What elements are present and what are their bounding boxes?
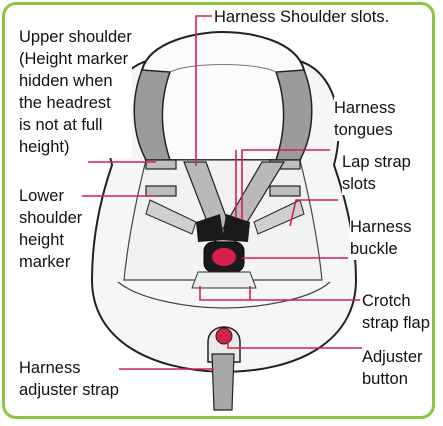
lower-shoulder-marker [146,186,176,196]
label-lap-strap-slots: Lap strap slots [342,151,411,195]
label-lower-shoulder-height-marker: Lower shoulder height marker [19,185,82,273]
label-harness-buckle: Harness buckle [350,216,411,260]
label-upper-shoulder: Upper shoulder (Height marker hidden whe… [19,26,132,158]
label-crotch-strap-flap: Crotch strap flap [362,290,430,334]
adjuster-button [216,328,232,344]
buckle-button [212,248,236,266]
adjuster-strap [212,354,234,410]
crotch-strap-flap [192,272,256,288]
label-adjuster-button: Adjuster button [362,346,423,390]
label-harness-tongues: Harness tongues [334,97,395,141]
label-harness-shoulder-slots: Harness Shoulder slots. [214,6,389,28]
label-harness-adjuster-strap: Harness adjuster strap [19,357,119,401]
